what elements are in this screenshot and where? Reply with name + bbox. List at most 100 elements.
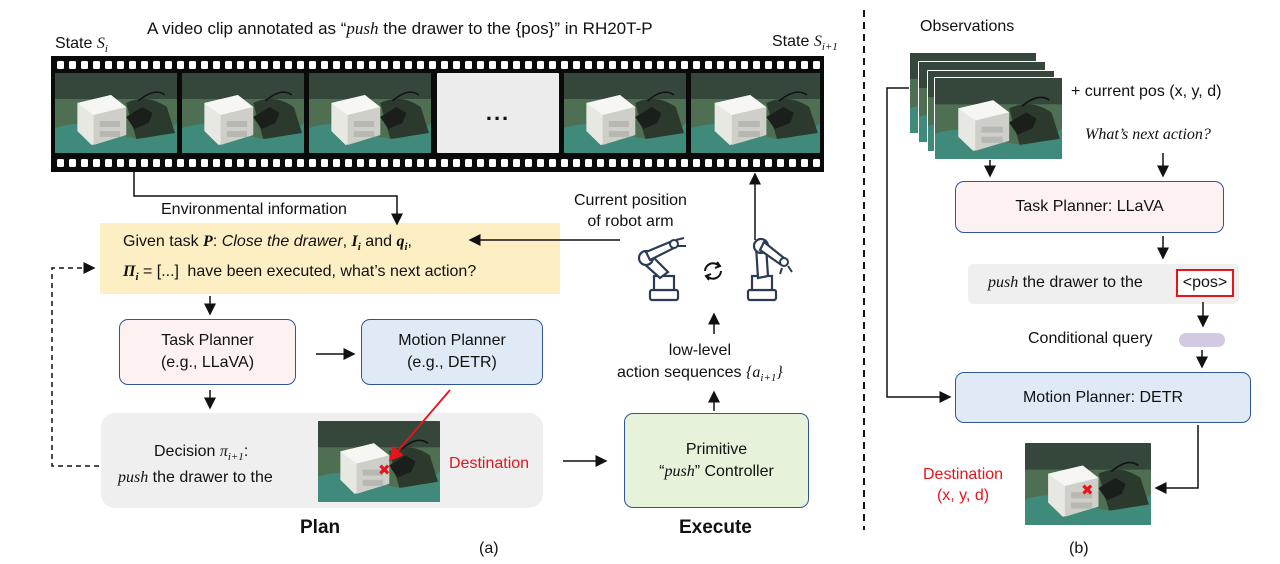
video-frame-5	[691, 73, 820, 153]
film-perforation	[309, 159, 316, 167]
film-perforation	[597, 61, 604, 69]
film-perforation	[465, 159, 472, 167]
film-perforation	[729, 61, 736, 69]
film-perforation	[393, 159, 400, 167]
film-perforation	[813, 61, 820, 69]
film-perforation	[213, 159, 220, 167]
film-perforation	[597, 159, 604, 167]
film-perforation	[777, 61, 784, 69]
film-perforation	[393, 61, 400, 69]
film-perforation	[573, 61, 580, 69]
film-perforation	[741, 61, 748, 69]
prompt-line-1: Given task P: Close the drawer, Ii and q…	[123, 233, 412, 254]
film-perforation	[561, 159, 568, 167]
task-planner-box: Task Planner (e.g., LLaVA)	[119, 319, 296, 385]
prompt-line-2: Πi = [...] have been executed, what’s ne…	[123, 263, 477, 284]
film-perforation	[117, 61, 124, 69]
film-perforation	[261, 159, 268, 167]
film-perforation	[585, 159, 592, 167]
prompt-box	[100, 223, 560, 294]
film-perforation	[657, 61, 664, 69]
film-perforation	[309, 61, 316, 69]
film-perforation	[321, 159, 328, 167]
film-perforation	[129, 159, 136, 167]
film-perforation	[57, 159, 64, 167]
motion-planner-detr-box: Motion Planner: DETR	[955, 372, 1251, 423]
film-perforation	[729, 159, 736, 167]
film-perforation	[261, 61, 268, 69]
robot-arm-icon	[637, 237, 686, 302]
film-perforation	[93, 159, 100, 167]
film-perforation	[561, 61, 568, 69]
film-perforation	[669, 159, 676, 167]
film-perforation	[801, 159, 808, 167]
film-perforation	[81, 61, 88, 69]
film-perforation	[357, 61, 364, 69]
film-perforation	[177, 159, 184, 167]
film-perforation	[225, 159, 232, 167]
motion-to-destination-red-arrow	[388, 389, 451, 462]
film-perforation	[489, 159, 496, 167]
film-perforation	[609, 159, 616, 167]
film-perforation	[465, 61, 472, 69]
scene-image	[318, 421, 440, 502]
env-info-arrow	[133, 172, 403, 226]
film-perforation	[585, 61, 592, 69]
film-perforation	[429, 61, 436, 69]
film-perforation	[153, 159, 160, 167]
destination-marker-icon: ✖	[378, 462, 391, 479]
film-perforation	[381, 61, 388, 69]
primitive-controller-box: Primitive “push” Controller	[624, 413, 809, 508]
film-perforation	[513, 61, 520, 69]
film-perforation	[177, 61, 184, 69]
film-perforation	[189, 61, 196, 69]
film-perforation	[321, 61, 328, 69]
film-perforation	[273, 159, 280, 167]
film-perforation	[717, 61, 724, 69]
conditional-query-label: Conditional query	[1028, 330, 1153, 347]
current-pos-label: + current pos (x, y, d)	[1071, 83, 1222, 100]
motion-planner-box: Motion Planner (e.g., DETR)	[361, 319, 543, 385]
film-perforation	[69, 61, 76, 69]
plan-label: Plan	[300, 517, 341, 538]
film-perforation	[201, 61, 208, 69]
film-perforation	[441, 61, 448, 69]
film-perforation	[213, 61, 220, 69]
film-perforation	[765, 61, 772, 69]
film-perforation	[549, 159, 556, 167]
film-perforation	[489, 61, 496, 69]
film-perforation	[621, 159, 628, 167]
execute-label: Execute	[679, 517, 752, 538]
film-perforation	[537, 61, 544, 69]
film-perforation	[165, 159, 172, 167]
film-perforation	[369, 159, 376, 167]
film-perforation	[69, 159, 76, 167]
video-frame-4	[564, 73, 686, 153]
film-perforation	[609, 61, 616, 69]
video-film-strip: ...	[51, 56, 824, 172]
scene-image	[564, 73, 686, 153]
film-perforation	[753, 61, 760, 69]
film-perforation	[81, 159, 88, 167]
film-perforation	[525, 159, 532, 167]
film-perforation	[333, 159, 340, 167]
film-perforation	[705, 159, 712, 167]
film-perforation	[645, 159, 652, 167]
film-perforation	[813, 159, 820, 167]
destination-marker-icon: ✖	[1081, 482, 1094, 499]
scene-image	[55, 73, 177, 153]
film-perforation	[381, 159, 388, 167]
film-perforation	[201, 159, 208, 167]
film-perforation	[285, 61, 292, 69]
film-perforation	[537, 159, 544, 167]
film-perforation	[789, 61, 796, 69]
film-perforation	[453, 159, 460, 167]
film-perforation	[285, 159, 292, 167]
panel-divider	[863, 10, 865, 530]
film-perforation	[129, 61, 136, 69]
film-perforation	[441, 159, 448, 167]
decision-destination-image: ✖	[318, 421, 440, 502]
film-perforation	[573, 159, 580, 167]
current-position-label: Current position of robot arm	[574, 192, 687, 230]
